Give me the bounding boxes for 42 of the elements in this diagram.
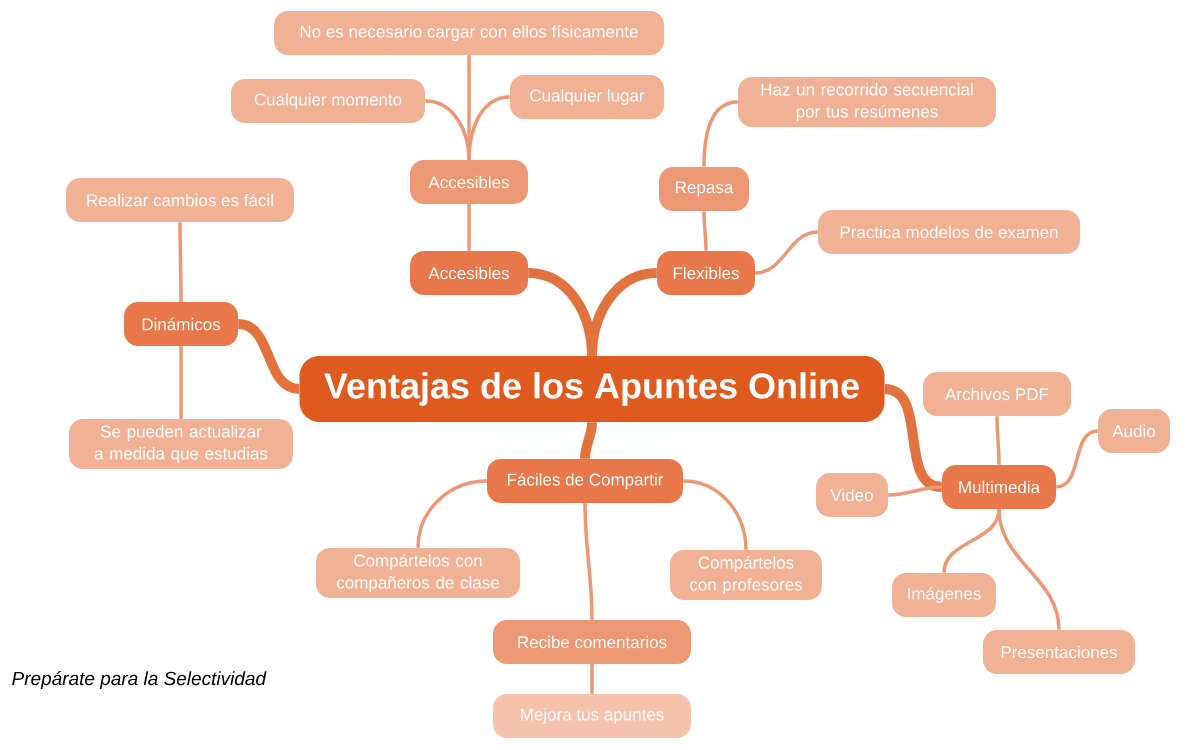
topic-box: Compártelos con compañeros de clase — [316, 547, 520, 598]
topic-box: Se pueden actualizar a medida que estudias — [69, 419, 293, 469]
topic-box: Cualquier lugar — [510, 75, 664, 119]
title-box: Ventajas de los Apuntes Online — [299, 356, 885, 422]
connector — [583, 503, 594, 620]
note-text: Prepárate para la Selectividad — [12, 671, 267, 689]
connector — [888, 485, 942, 497]
connector — [587, 268, 658, 357]
topic-box: Mejora tus apuntes — [493, 694, 691, 738]
connector — [702, 211, 708, 251]
topic-box: Recibe comentarios — [493, 620, 691, 664]
connector — [416, 479, 487, 548]
topic-box: Archivos PDF — [923, 372, 1071, 416]
connector — [590, 664, 594, 694]
connector — [467, 204, 471, 251]
connector — [702, 100, 738, 167]
topic-box: Presentaciones — [983, 630, 1135, 674]
topic-box: Realizar cambios es fácil — [66, 178, 294, 222]
topic-box: Multimedia — [942, 465, 1056, 509]
connector — [179, 346, 183, 419]
connector — [683, 479, 748, 550]
connector — [995, 416, 1001, 465]
connector — [580, 422, 597, 459]
topic-box: Imágenes — [892, 573, 996, 617]
connector — [178, 222, 183, 302]
connector — [467, 95, 510, 160]
connector — [1055, 429, 1099, 489]
connector — [755, 230, 818, 275]
topic-box: Accesibles — [410, 251, 528, 295]
topic-box: Video — [816, 473, 888, 517]
topic-box: Fáciles de Compartir — [487, 459, 683, 503]
topic-box: Repasa — [659, 167, 749, 211]
topic-box: Audio — [1098, 409, 1170, 453]
topic-box: Haz un recorrido secuencial por tus resúmenes — [738, 77, 996, 127]
topic-box: Cualquier momento — [231, 79, 425, 123]
topic-box: Practica modelos de examen — [818, 210, 1080, 254]
topic-box: No es necesario cargar con ellos físicamente — [274, 11, 664, 55]
topic-box: Compártelos con profesores — [670, 550, 822, 600]
connector — [997, 509, 1061, 630]
topic-box: Flexibles — [657, 251, 755, 295]
topic-box: Dinámicos — [124, 302, 238, 346]
topic-box: Accesibles — [410, 160, 528, 204]
